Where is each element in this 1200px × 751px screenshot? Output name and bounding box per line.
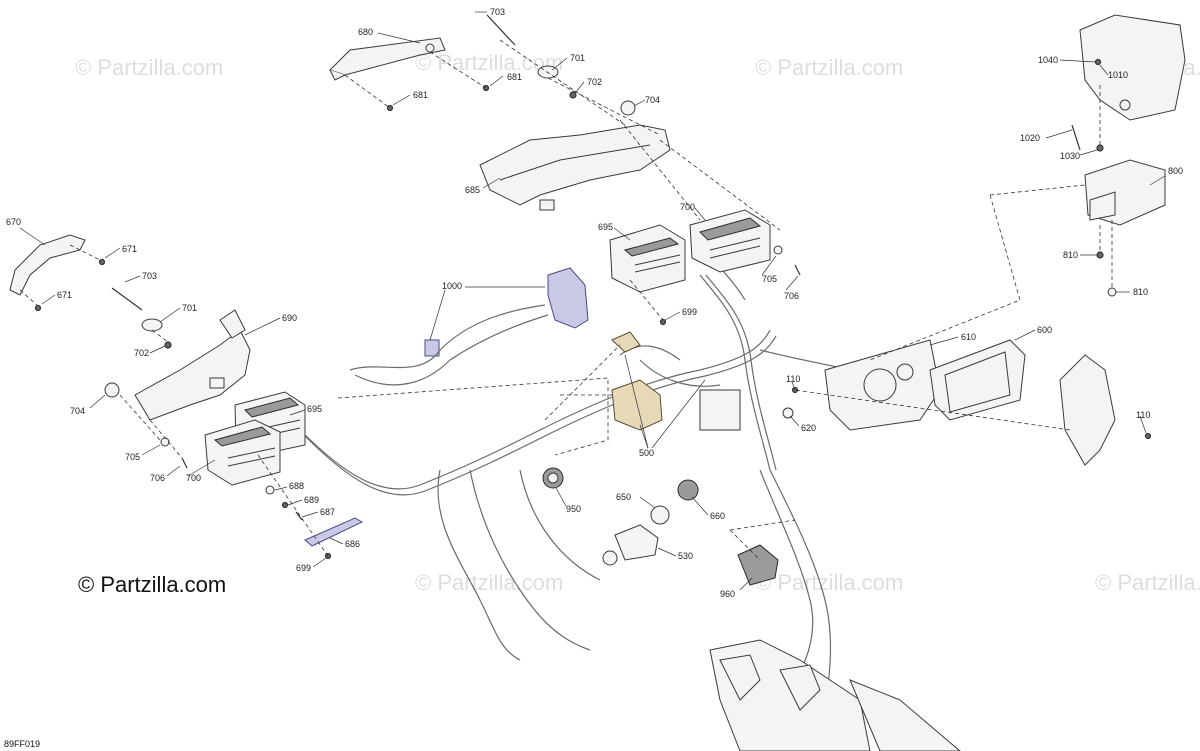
callout-labels: 680 703 701 681 702 681 704 685 695 700 … (6, 7, 1183, 599)
fasteners (34, 14, 1152, 560)
watermark-6: © Partzilla.com (755, 570, 903, 595)
ecu-bracket-1010 (1079, 14, 1186, 121)
callout-110-center: 110 (786, 374, 800, 384)
callout-703-left: 703 (142, 271, 157, 281)
callout-699-top: 699 (682, 307, 697, 317)
callout-687: 687 (320, 507, 335, 517)
callout-530: 530 (678, 551, 693, 561)
leader-lines (19, 11, 1166, 591)
cover-right (1059, 354, 1116, 466)
callout-1000: 1000 (442, 281, 462, 291)
callout-703-top: 703 (490, 7, 505, 17)
brand-watermark: © Partzilla.com (78, 572, 226, 597)
callout-700-left: 700 (186, 473, 201, 483)
relay-block-695-top (609, 224, 686, 293)
callout-680: 680 (358, 27, 373, 37)
callout-685: 685 (465, 185, 480, 195)
assembly-lines (19, 39, 1113, 561)
callout-695-left: 695 (307, 404, 322, 414)
callout-1020: 1020 (1020, 133, 1040, 143)
watermark-3: © Partzilla.com (755, 55, 903, 80)
relay-block-700-top (689, 209, 771, 273)
callout-1030: 1030 (1060, 151, 1080, 161)
callout-1040: 1040 (1038, 55, 1058, 65)
ecu-800 (1084, 159, 1166, 226)
callout-1010: 1010 (1108, 70, 1128, 80)
callout-800: 800 (1168, 166, 1183, 176)
callout-810-top: 810 (1063, 250, 1078, 260)
callout-671-bottom: 671 (57, 290, 72, 300)
callout-701-left: 701 (182, 303, 197, 313)
callout-660: 660 (710, 511, 725, 521)
bracket-690 (134, 309, 251, 421)
callout-701-top: 701 (570, 53, 585, 63)
relay-block-700-left (204, 419, 281, 486)
callout-704-top: 704 (645, 95, 660, 105)
bracket-685 (479, 124, 671, 211)
callout-695-top: 695 (598, 222, 613, 232)
callout-699-left: 699 (296, 563, 311, 573)
figure-code: 89FF019 (4, 739, 40, 749)
watermark-5: © Partzilla.com (415, 570, 563, 595)
callout-671-top: 671 (122, 244, 137, 254)
callout-610: 610 (961, 332, 976, 342)
callout-705-top: 705 (762, 274, 777, 284)
callout-810-bottom: 810 (1133, 287, 1148, 297)
callout-686: 686 (345, 539, 360, 549)
callout-681-top-right: 681 (507, 72, 522, 82)
callout-706-top: 706 (784, 291, 799, 301)
frame-lower (709, 639, 961, 751)
callout-950: 950 (566, 504, 581, 514)
callout-688: 688 (289, 481, 304, 491)
callout-670: 670 (6, 217, 21, 227)
callout-110-right: 110 (1136, 410, 1150, 420)
small-parts (542, 407, 794, 586)
callout-600: 600 (1037, 325, 1052, 335)
bracket-670 (9, 234, 86, 296)
gauge-cluster (824, 339, 1026, 431)
callout-700-top: 700 (680, 202, 695, 212)
callout-689: 689 (304, 495, 319, 505)
callout-690: 690 (282, 313, 297, 323)
callout-704-left: 704 (70, 406, 85, 416)
callout-706-left: 706 (150, 473, 165, 483)
module-1000 (349, 267, 589, 386)
switch-assembly-500 (611, 331, 741, 431)
callout-681-top-left: 681 (413, 90, 428, 100)
callout-500: 500 (639, 448, 654, 458)
watermark-7: © Partzilla.com (1095, 570, 1200, 595)
callout-620: 620 (801, 423, 816, 433)
callout-702-left: 702 (134, 348, 149, 358)
plate-686 (304, 517, 364, 547)
callout-705-left: 705 (125, 452, 140, 462)
callout-702-top: 702 (587, 77, 602, 87)
callout-650: 650 (616, 492, 631, 502)
callout-960: 960 (720, 589, 735, 599)
watermark-1: © Partzilla.com (75, 55, 223, 80)
